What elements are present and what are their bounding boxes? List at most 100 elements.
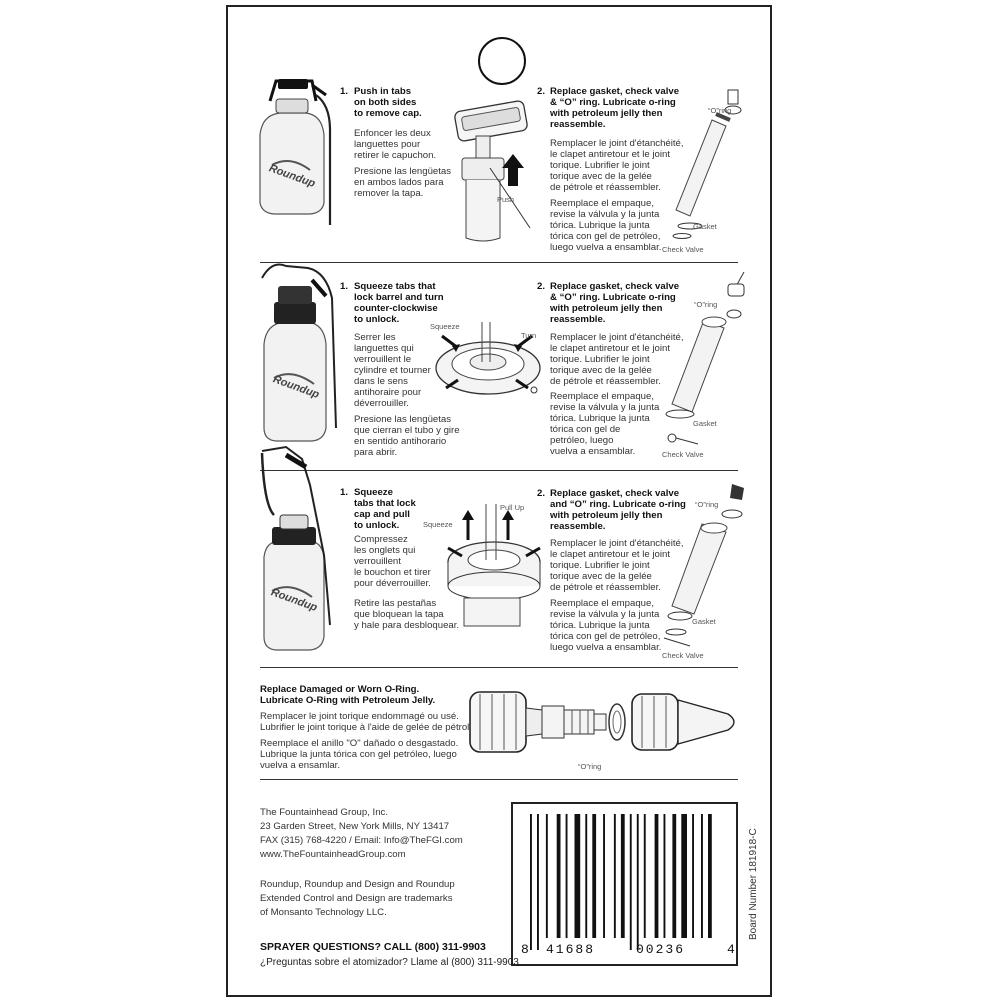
- divider: [260, 667, 738, 668]
- s3-gasket-label: Gasket: [692, 617, 716, 626]
- s1-step2-es-line: tórica. Lubrique la junta: [550, 220, 650, 231]
- s1-step2-heading: Replace gasket, check valve & “O” ring. …: [550, 86, 679, 130]
- s3-oring-label: “O”ring: [695, 500, 719, 509]
- barcode-bar: [530, 814, 532, 950]
- s2-step1-es-line: que cierran el tubo y gire: [354, 425, 460, 436]
- s1-step1-number: 1.: [340, 86, 349, 97]
- barcode-bar: [708, 814, 712, 938]
- s1-step2-fr-line: le clapet antiretour et le joint: [550, 149, 670, 160]
- s2-gasket-label: Gasket: [693, 419, 717, 428]
- s3-step1-fr-line: le bouchon et tirer: [354, 567, 431, 578]
- s3-step1-heading-line: cap and pull: [354, 509, 410, 520]
- s2-step2-fr-line: Remplacer le joint d'étanchéité,: [550, 332, 684, 343]
- oring-french: Remplacer le joint torique endommagé ou …: [260, 711, 477, 733]
- company-address: 23 Garden Street, New York Mills, NY 134…: [260, 821, 450, 832]
- barcode-bar: [613, 814, 616, 938]
- s2-step1-fr-line: Serrer les: [354, 332, 396, 343]
- s2-step2-es-line: vuelva a ensamblar.: [550, 446, 636, 457]
- barcode-bar: [545, 814, 548, 938]
- s2-step1-fr-line: dans le sens: [354, 376, 408, 387]
- s3-step1-spanish: Retire las pestañas que bloquean la tapa…: [354, 598, 459, 631]
- s1-step2-french: Remplacer le joint d'étanchéité, le clap…: [550, 138, 684, 193]
- oring-es-line: Reemplace el anillo "O" dañado o desgast…: [260, 738, 459, 749]
- s3-check-valve-label: Check Valve: [662, 651, 704, 660]
- barcode-bar: [654, 814, 659, 938]
- s1-step1-fr-line: Enfoncer les deux: [354, 128, 431, 139]
- barcode-bar: [629, 814, 632, 950]
- trademark-notice: Roundup, Roundup and Design and Roundup …: [260, 878, 455, 920]
- barcode-bar: [672, 814, 677, 938]
- trademark-line: Extended Control and Design are trademar…: [260, 893, 453, 904]
- s1-step2-fr-line: torique. Lubrifier le joint: [550, 160, 650, 171]
- s3-squeeze-label: Squeeze: [423, 520, 453, 529]
- s2-step1-heading: Squeeze tabs that lock barrel and turn c…: [354, 281, 444, 325]
- s1-step2-spanish: Reemplace el empaque, revise la válvula …: [550, 198, 661, 253]
- wand-parts-illustration-1: [672, 89, 742, 239]
- s1-step1-es-line: remover la tapa.: [354, 188, 424, 199]
- oring-es-line: Lubrique la junta tórica con gel petróle…: [260, 749, 457, 760]
- s3-step2-fr-line: torique. Lubrifier le joint: [550, 560, 650, 571]
- barcode-bar: [556, 814, 561, 938]
- barcode-bar: [681, 814, 687, 938]
- oring-fr-line: Lubrifier le joint torique à l'aide de g…: [260, 722, 478, 733]
- s2-step1-fr-line: déverrouiller.: [354, 398, 409, 409]
- s2-step1-number: 1.: [340, 281, 349, 292]
- s1-step1-fr-line: languettes pour: [354, 139, 421, 150]
- s1-step1-es-line: Presione las lengüetas: [354, 166, 452, 177]
- s3-step1-fr-line: les onglets qui: [354, 545, 416, 556]
- trademark-line: Roundup, Roundup and Design and Roundup: [260, 879, 455, 890]
- s2-step2-es-line: petróleo, luego: [550, 435, 614, 446]
- s1-step2-heading-line: with petroleum jelly then: [550, 108, 663, 119]
- s3-step2-fr-line: de pétrole et réassembler.: [550, 582, 661, 593]
- s2-step2-heading-line: reassemble.: [550, 314, 606, 325]
- s1-step1-spanish: Presione las lengüetas en ambos lados pa…: [354, 166, 451, 199]
- s1-step1-french: Enfoncer les deux languettes pour retire…: [354, 128, 436, 161]
- s1-step2-heading-line: Replace gasket, check valve: [550, 86, 680, 97]
- barcode-bar: [565, 814, 568, 938]
- oring-heading: Replace Damaged or Worn O-Ring. Lubricat…: [260, 684, 435, 706]
- s2-step1-french: Serrer les languettes qui verrouillent l…: [354, 332, 431, 409]
- oring-heading-line: Replace Damaged or Worn O-Ring.: [260, 684, 420, 695]
- s3-step1-fr-line: pour déverrouiller.: [354, 578, 431, 589]
- barcode-bar: [592, 814, 597, 938]
- s1-check-valve-label: Check Valve: [662, 245, 704, 254]
- s2-step1-heading-line: lock barrel and turn: [354, 292, 444, 303]
- barcode-group-1: 41688: [546, 942, 596, 957]
- s2-step2-es-line: tórica. Lubrique la junta: [550, 413, 650, 424]
- hang-hole: [478, 37, 526, 85]
- s3-step2-heading-line: and “O” ring. Lubricate o-ring: [550, 499, 686, 510]
- s2-step1-heading-line: Squeeze tabs that: [354, 281, 436, 292]
- s2-step1-fr-line: antihoraire pour: [354, 387, 422, 398]
- s2-step1-fr-line: verrouillent le: [354, 354, 412, 365]
- s3-step1-es-line: y hale para desbloquear.: [354, 620, 460, 631]
- barcode-group-2: 00236: [636, 942, 686, 957]
- s3-step1-heading-line: tabs that lock: [354, 498, 416, 509]
- s3-step2-heading-line: Replace gasket, check valve: [550, 488, 680, 499]
- s2-oring-label: “O”ring: [694, 300, 718, 309]
- s3-step1-heading-line: Squeeze: [354, 487, 393, 498]
- s3-step2-heading-line: reassemble.: [550, 521, 606, 532]
- s3-step2-french: Remplacer le joint d'étanchéité, le clap…: [550, 538, 684, 593]
- barcode: [530, 814, 712, 950]
- s2-step2-number: 2.: [537, 281, 546, 292]
- s1-step2-number: 2.: [537, 86, 546, 97]
- barcode-bar: [574, 814, 581, 938]
- barcode-bar: [643, 814, 646, 938]
- s3-step1-heading: Squeeze tabs that lock cap and pull to u…: [354, 487, 416, 531]
- s2-step2-fr-line: le clapet antiretour et le joint: [550, 343, 670, 354]
- oring-heading-line: Lubricate O-Ring with Petroleum Jelly.: [260, 695, 436, 706]
- s2-step2-es-line: revise la válvula y la junta: [550, 402, 660, 413]
- company-info: The Fountainhead Group, Inc. 23 Garden S…: [260, 806, 463, 862]
- sprayer-questions-english: SPRAYER QUESTIONS? CALL (800) 311-9903: [260, 941, 486, 953]
- s2-turn-label: Turn: [521, 331, 537, 340]
- barcode-bar: [585, 814, 588, 938]
- s1-step1-heading: Push in tabs on both sides to remove cap…: [354, 86, 422, 119]
- s2-step2-es-line: tórica con gel de: [550, 424, 621, 435]
- company-name: The Fountainhead Group, Inc.: [260, 807, 388, 818]
- s2-step2-fr-line: de pétrole et réassembler.: [550, 376, 661, 387]
- barcode-bar: [603, 814, 605, 938]
- s3-step2-fr-line: Remplacer le joint d'étanchéité,: [550, 538, 684, 549]
- s2-step2-heading: Replace gasket, check valve & “O” ring. …: [550, 281, 679, 325]
- s3-step2-es-line: revise la válvula y la junta: [550, 609, 660, 620]
- cap-push-illustration: [454, 100, 531, 242]
